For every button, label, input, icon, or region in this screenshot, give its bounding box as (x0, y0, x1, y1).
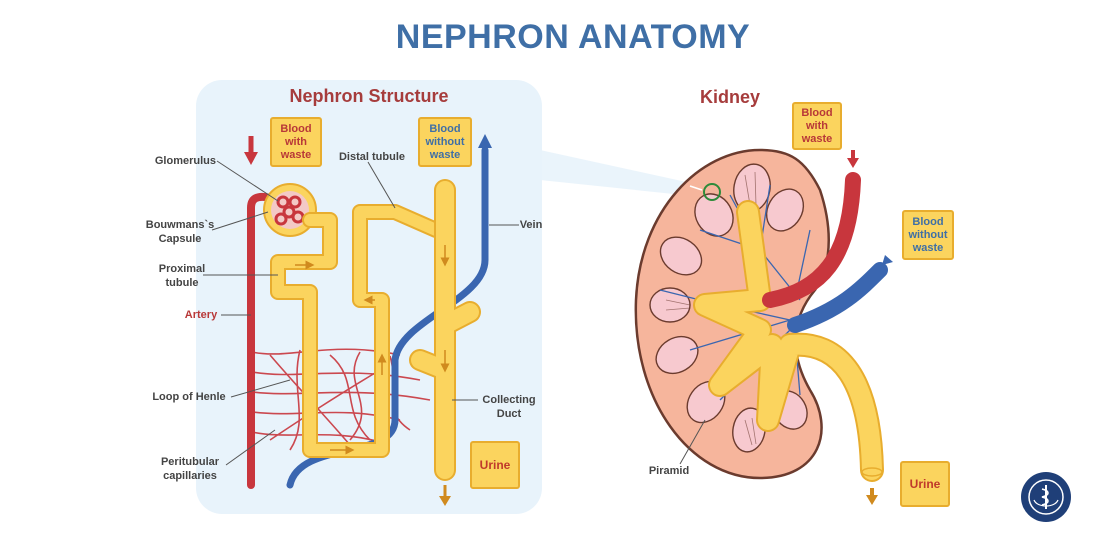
peritubular-capillary-network (251, 348, 431, 451)
nephron-tubule (270, 204, 444, 458)
nephron-artery (247, 192, 282, 489)
label-pyramid: Piramid (648, 465, 690, 477)
label-loop-of-henle: Loop of Henle (152, 391, 226, 403)
label-collecting-duct: Collecting Duct (482, 394, 536, 420)
kidney-blood-without-waste-box: Blood without waste (902, 210, 954, 260)
label-glomerulus: Glomerulus (154, 155, 216, 167)
nephron-blood-without-waste-box: Blood without waste (418, 117, 472, 167)
nephron-blood-with-waste-box: Blood with waste (270, 117, 322, 167)
nephron-heading: Nephron Structure (289, 86, 449, 106)
label-proximal-tubule: Proximal tubule (158, 263, 206, 289)
renal-pelvis-ureter (693, 200, 884, 482)
nephron-location-marker (703, 183, 721, 201)
renal-vein (787, 262, 888, 333)
kidney-heading: Kidney (699, 87, 760, 107)
glomerulus-icon (274, 195, 305, 226)
label-vein: Vein (519, 219, 543, 231)
renal-artery (762, 172, 861, 308)
medical-emblem-icon (1021, 472, 1071, 522)
label-artery: Artery (184, 309, 218, 321)
zoom-callout (540, 150, 712, 198)
kidney-urine-box: Urine (900, 461, 950, 507)
label-peritubular-capillaries: Peritubular capillaries (160, 456, 220, 482)
kidney-blood-with-waste-box: Blood with waste (792, 102, 842, 150)
label-bowmans-capsule: Bouwmans`s Capsule (145, 219, 215, 245)
page-title: NEPHRON ANATOMY (395, 18, 751, 56)
label-distal-tubule: Distal tubule (338, 151, 405, 163)
nephron-urine-box: Urine (470, 441, 520, 489)
